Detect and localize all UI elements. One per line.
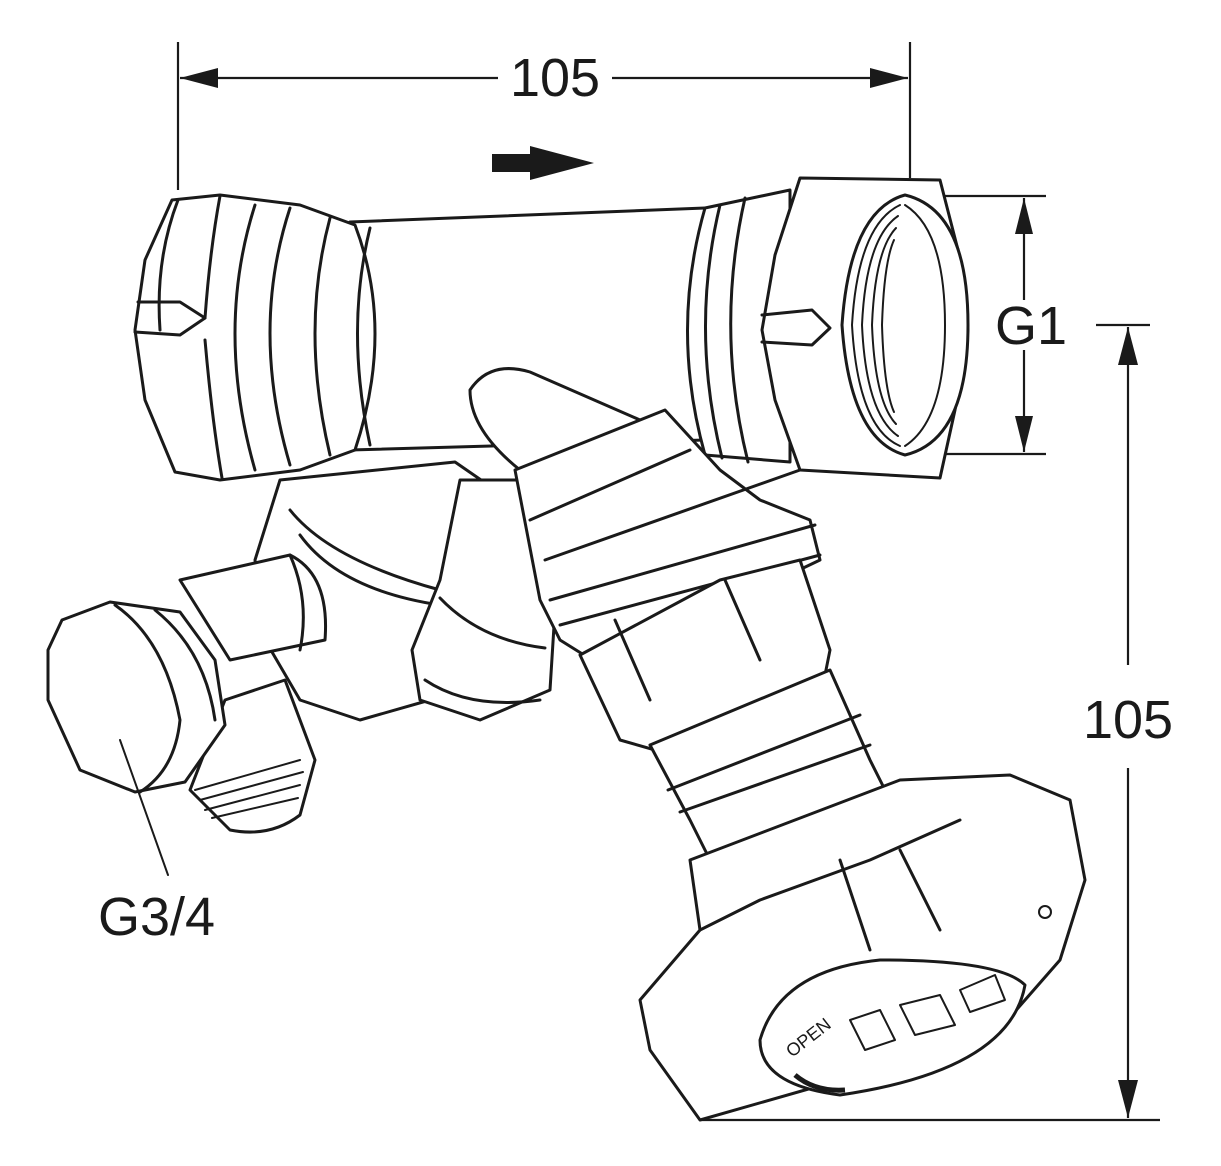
width-label: 105 [510,48,600,108]
handwheel: OPEN [638,773,1087,1122]
side-port [46,553,328,876]
width-dimension: 105 [176,42,912,190]
height-label: 105 [1083,690,1173,750]
main-thread-label: G1 [995,296,1067,356]
side-port-thread-label: G3/4 [98,887,215,947]
flow-direction-arrow [492,146,594,180]
main-pipe-body [133,176,970,482]
side-port-label: G3/4 [98,887,215,947]
height-dimension: 105 [700,323,1173,1122]
lower-body [253,367,642,722]
